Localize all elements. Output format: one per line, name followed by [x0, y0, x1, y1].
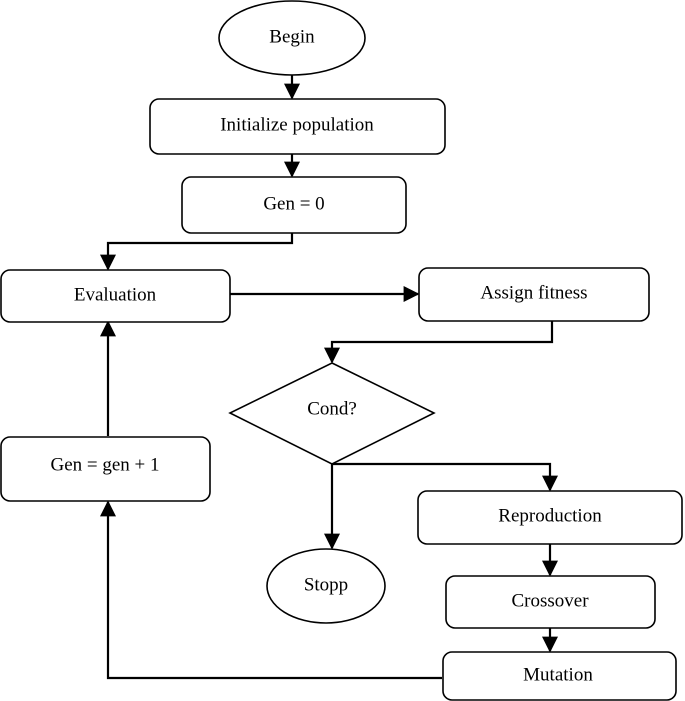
node-begin: Begin	[218, 0, 366, 76]
initialize-population-box	[149, 98, 446, 155]
mutation-box	[442, 651, 677, 701]
crossover-label: Crossover	[511, 590, 589, 611]
assign-fitness-label: Assign fitness	[480, 282, 587, 303]
evaluation-box	[0, 269, 231, 323]
node-assign-fitness: Assign fitness	[418, 267, 650, 322]
edge-assign-fitness-to-cond	[324, 321, 554, 364]
edge-gen0-to-evaluation	[100, 233, 294, 271]
reproduction-box	[417, 490, 683, 545]
node-stop: Stopp	[266, 548, 386, 624]
node-evaluation: Evaluation	[0, 269, 231, 323]
begin-label: Begin	[269, 26, 315, 47]
node-crossover: Crossover	[445, 575, 656, 629]
reproduction-label: Reproduction	[498, 505, 602, 526]
crossover-box	[445, 575, 656, 629]
edge-cond-to-reproduction	[332, 462, 558, 492]
evaluation-label: Evaluation	[74, 284, 157, 305]
edge-mutation-to-gen-increment	[100, 500, 442, 680]
cond-diamond	[228, 362, 436, 465]
node-reproduction: Reproduction	[417, 490, 683, 545]
node-initialize-population: Initialize population	[149, 98, 446, 155]
node-mutation: Mutation	[442, 651, 677, 701]
node-cond: Cond?	[228, 362, 436, 465]
node-gen-zero: Gen = 0	[181, 176, 407, 234]
gen-zero-label: Gen = 0	[263, 193, 324, 214]
gen-increment-label: Gen = gen + 1	[50, 454, 159, 475]
edges	[100, 75, 558, 680]
gen-increment-box	[0, 436, 211, 502]
stop-ellipse	[266, 548, 386, 624]
begin-ellipse	[218, 0, 366, 76]
cond-label: Cond?	[307, 398, 357, 419]
assign-fitness-box	[418, 267, 650, 322]
initialize-population-label: Initialize population	[220, 114, 374, 135]
gen-zero-box	[181, 176, 407, 234]
stop-label: Stopp	[304, 574, 348, 595]
mutation-label: Mutation	[523, 664, 593, 685]
node-gen-increment: Gen = gen + 1	[0, 436, 211, 502]
